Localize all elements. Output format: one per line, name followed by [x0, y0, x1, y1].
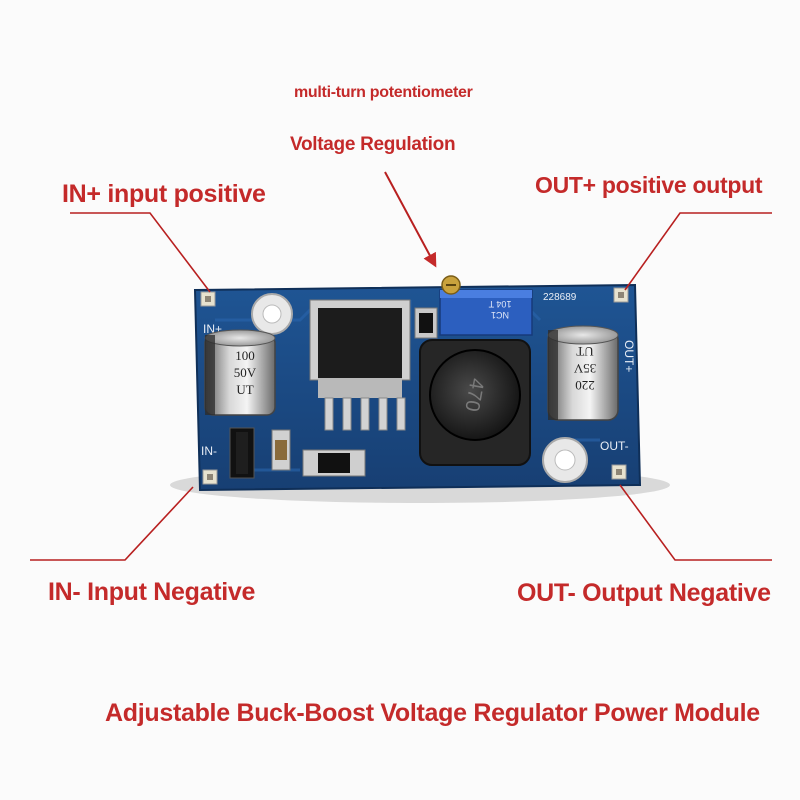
regulator-ic [309, 299, 411, 431]
input-cap-voltage: 50V [234, 365, 257, 380]
out-minus-pad [611, 464, 627, 480]
product-title: Adjustable Buck-Boost Voltage Regulator … [105, 699, 760, 727]
smd-capacitor-small [414, 307, 438, 339]
input-cap-value: 100 [235, 348, 255, 363]
annotation-in-negative: IN- Input Negative [48, 578, 256, 606]
pot-marking-1: 104 T [488, 299, 511, 309]
annotation-voltage-regulation: Voltage Regulation [290, 134, 456, 155]
smd-diode-output [302, 449, 366, 477]
smd-diode-input [229, 427, 255, 479]
output-cap-voltage: 35V [573, 361, 596, 376]
output-capacitor: UT 35V 220 [547, 325, 619, 421]
silk-out-minus: OUT- [600, 439, 629, 453]
out-plus-pad [613, 287, 629, 303]
annotation-in-positive: IN+ input positive [62, 180, 266, 208]
input-capacitor: 100 50V UT [204, 329, 276, 416]
in-plus-pad [200, 291, 216, 307]
arrow-voltage-regulation [384, 171, 437, 268]
mounting-hole-bottom [542, 437, 588, 483]
leader-in-minus [30, 486, 194, 561]
inductor: 470 [419, 339, 531, 466]
leader-in-plus [70, 212, 211, 293]
mounting-hole-top [251, 293, 293, 335]
output-cap-value: 220 [575, 378, 595, 393]
silk-part-number: 228689 [543, 292, 577, 303]
input-cap-brand: UT [236, 382, 253, 397]
multi-turn-potentiometer: 104 T NC1 [439, 275, 533, 336]
annotation-out-negative: OUT- Output Negative [517, 579, 771, 607]
silk-in-minus: IN- [201, 444, 217, 458]
smd-resistor [271, 429, 291, 471]
annotation-out-positive: OUT+ positive output [535, 172, 763, 198]
annotation-potentiometer: multi-turn potentiometer [294, 84, 473, 101]
silk-out-plus: OUT+ [622, 340, 636, 372]
leader-out-minus [619, 484, 772, 561]
leader-out-plus [624, 212, 772, 291]
pot-marking-2: NC1 [491, 310, 509, 320]
output-cap-brand: UT [576, 344, 593, 359]
in-minus-pad [202, 469, 218, 485]
leader-lines [30, 171, 772, 561]
